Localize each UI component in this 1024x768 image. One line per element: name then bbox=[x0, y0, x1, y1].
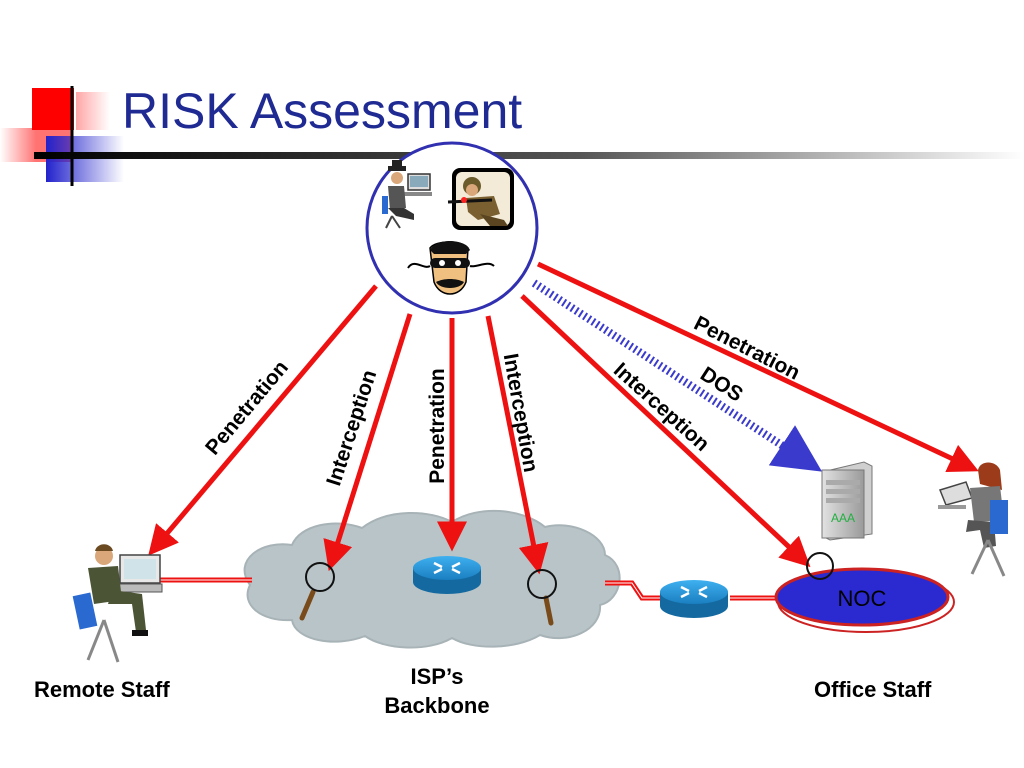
magnifier-icon-noc bbox=[806, 552, 834, 580]
router-icon-backbone bbox=[413, 556, 481, 594]
caption-isp-backbone: ISP’s Backbone bbox=[360, 662, 514, 720]
office-staff-icon bbox=[938, 462, 1008, 577]
noc-label: NOC bbox=[838, 586, 887, 611]
network-links bbox=[150, 577, 780, 601]
masked-villain-icon bbox=[407, 241, 495, 295]
soldier-icon bbox=[447, 168, 514, 230]
caption-office-staff: Office Staff bbox=[814, 677, 932, 702]
label-dos: DOS bbox=[696, 363, 747, 407]
title-decoration bbox=[0, 86, 124, 186]
caption-isp-line1: ISP’s bbox=[410, 664, 464, 689]
title-underline bbox=[34, 152, 1024, 159]
noc-node: NOC bbox=[774, 567, 955, 633]
arrow-penetration-office bbox=[536, 261, 979, 473]
hacker-at-computer-icon bbox=[382, 160, 432, 229]
label-penetration-center: Penetration bbox=[426, 368, 449, 484]
caption-remote-staff: Remote Staff bbox=[34, 677, 170, 702]
remote-staff-icon bbox=[72, 544, 163, 663]
aaa-server-icon: AAA bbox=[821, 461, 873, 541]
aaa-label: AAA bbox=[831, 511, 855, 525]
magnifier-icon-right bbox=[527, 569, 557, 626]
arrow-interception-noc bbox=[520, 294, 811, 568]
magnifier-icon-left bbox=[299, 562, 335, 621]
label-interception-noc: Interception bbox=[609, 358, 714, 456]
arrow-penetration-remote bbox=[148, 284, 378, 556]
attack-arrows bbox=[148, 261, 979, 575]
arrow-dos bbox=[531, 279, 823, 472]
page-title: RISK Assessment bbox=[122, 83, 523, 139]
arrow-interception-right bbox=[485, 315, 549, 575]
caption-isp-line2: Backbone bbox=[384, 693, 490, 718]
arrow-interception-left bbox=[323, 313, 413, 572]
label-penetration-remote: Penetration bbox=[201, 356, 293, 459]
router-icon-office bbox=[660, 580, 728, 618]
